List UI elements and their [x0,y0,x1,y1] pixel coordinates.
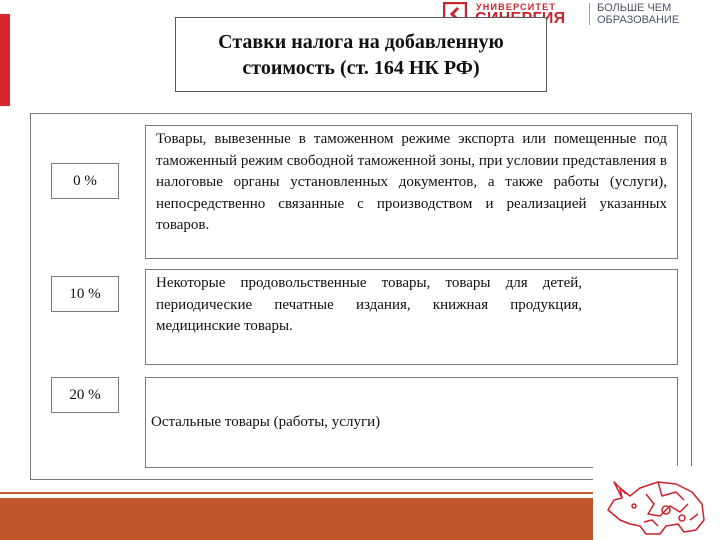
left-accent-bar [0,14,10,106]
rate-description-10: Некоторые продовольственные товары, това… [145,269,678,365]
mascot-panel [593,466,720,540]
rate-badge-20: 20 % [51,377,119,413]
logo-tagline-line1: БОЛЬШЕ ЧЕМ [597,2,672,14]
footer-line [0,492,720,494]
page-title: Ставки налога на добавленную стоимость (… [218,30,504,79]
logo-divider [589,3,590,25]
logo-tagline-line2: ОБРАЗОВАНИЕ [597,14,680,26]
rhino-icon [607,481,705,535]
title-box: Ставки налога на добавленную стоимость (… [175,17,547,92]
rate-badge-0: 0 % [51,163,119,199]
rate-description-20: Остальные товары (работы, услуги) [145,377,678,468]
rate-badge-10: 10 % [51,276,119,312]
rate-description-0: Товары, вывезенные в таможенном режиме э… [145,125,678,259]
logo-university-text: УНИВЕРСИТЕТ [476,2,557,12]
